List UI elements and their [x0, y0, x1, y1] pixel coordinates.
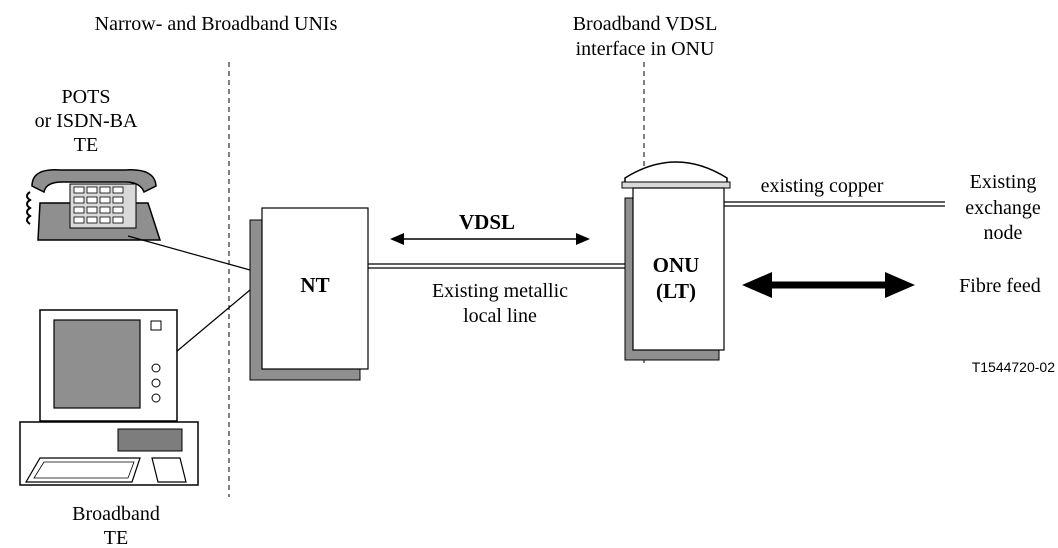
exchange-label-line2: exchange	[965, 197, 1041, 219]
existing-copper-label: existing copper	[761, 175, 884, 197]
uni-header-label: Narrow- and Broadband UNIs	[95, 13, 338, 35]
telephone-connection-line	[127, 235, 251, 271]
vdsl-arrow	[390, 233, 590, 245]
nt-label: NT	[300, 273, 329, 297]
telephone-icon	[26, 169, 162, 241]
nt-box	[249, 207, 369, 381]
onu-interface-header-line1: Broadband VDSL	[573, 13, 718, 35]
computer-icon	[19, 309, 199, 486]
metallic-line-label-line2: local line	[463, 305, 537, 327]
figure-code: T1544720-02	[972, 359, 1056, 375]
computer-label-line2: TE	[104, 527, 128, 548]
telephone-label-line2: or ISDN-BA	[35, 110, 138, 132]
onu-cabinet	[621, 161, 731, 361]
computer-connection-line	[175, 289, 251, 353]
onu-interface-header-line2: interface in ONU	[576, 38, 715, 60]
telephone-label-line3: TE	[74, 134, 98, 156]
telephone-label-line1: POTS	[62, 86, 111, 108]
metallic-line-label-line1: Existing metallic	[432, 280, 568, 302]
exchange-label-line1: Existing	[970, 171, 1037, 193]
fibre-feed-arrow	[742, 272, 915, 298]
vdsl-label: VDSL	[459, 210, 515, 234]
exchange-label-line3: node	[984, 222, 1023, 244]
fibre-feed-label: Fibre feed	[959, 275, 1041, 297]
computer-label-line1: Broadband	[72, 503, 160, 525]
onu-label-line2: (LT)	[656, 279, 696, 303]
onu-label-line1: ONU	[653, 253, 700, 277]
